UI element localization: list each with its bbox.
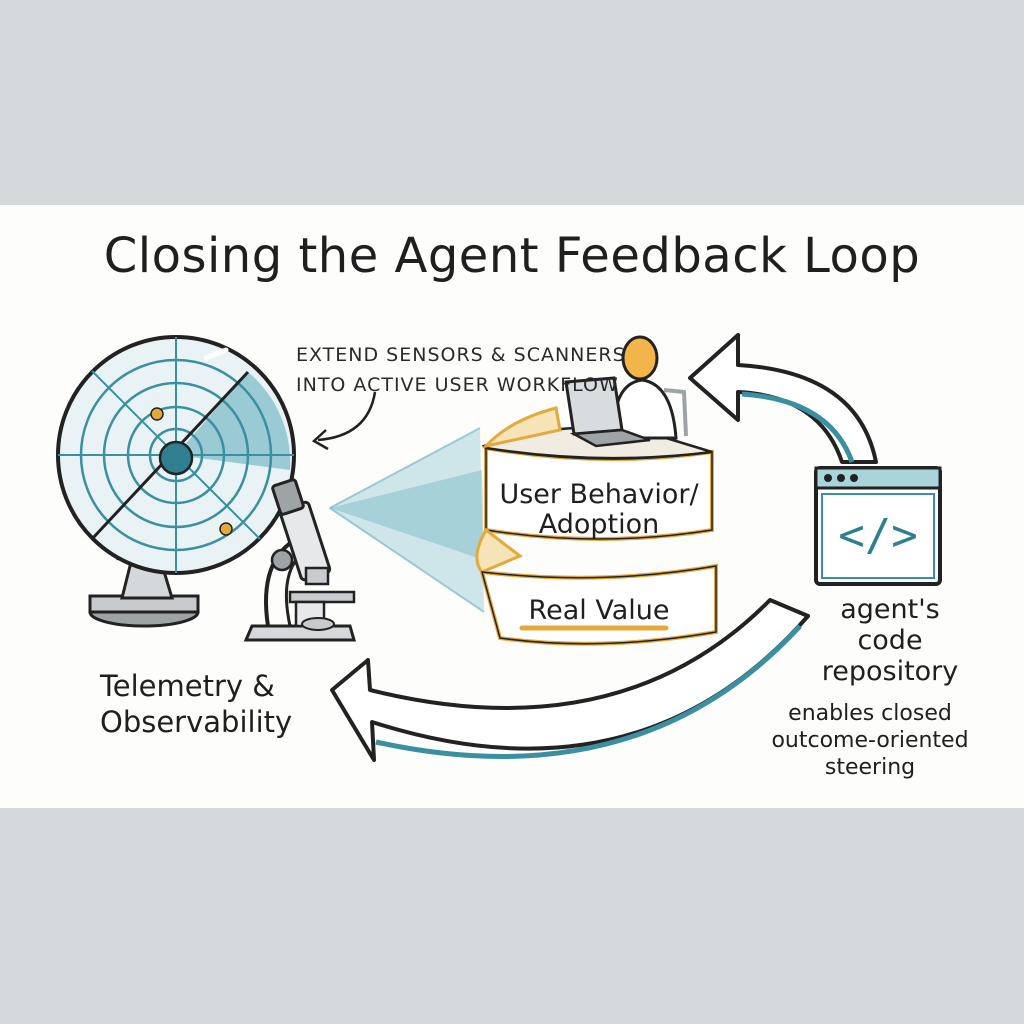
annotation-arrow [317, 391, 377, 442]
steering-note-line-3: steering [824, 755, 916, 780]
microscope-icon [243, 478, 356, 642]
code-repository-icon [814, 466, 942, 586]
code-brackets-icon: </> [838, 510, 918, 561]
sensor-beam [328, 427, 485, 613]
feedback-arrow-bottom [330, 598, 810, 762]
user-at-laptop-icon [564, 335, 688, 448]
band-user-behavior-line-2: Adoption [538, 509, 660, 540]
telemetry-label-line-1: Telemetry & [100, 669, 275, 703]
repository-label-line-3: repository [821, 656, 959, 687]
feedback-arrow-top [688, 333, 878, 464]
band-user-behavior-line-1: User Behavior/ [499, 479, 699, 510]
repository-label-line-2: code [857, 625, 923, 656]
telemetry-label-line-2: Observability [100, 705, 293, 739]
diagram-title: Closing the Agent Feedback Loop [103, 228, 921, 284]
annotation-arrow-head [311, 429, 329, 451]
band-real-value: Real Value [528, 595, 670, 626]
annotation-line-1: EXTEND SENSORS & SCANNERS [296, 344, 626, 366]
radar-dish-icon [56, 335, 296, 628]
steering-note-line-2: outcome-oriented [771, 728, 969, 753]
annotation-line-2: INTO ACTIVE USER WORKFLOW [296, 374, 619, 396]
repository-label-line-1: agent's [840, 594, 940, 625]
steering-note-line-1: enables closed [788, 701, 952, 726]
